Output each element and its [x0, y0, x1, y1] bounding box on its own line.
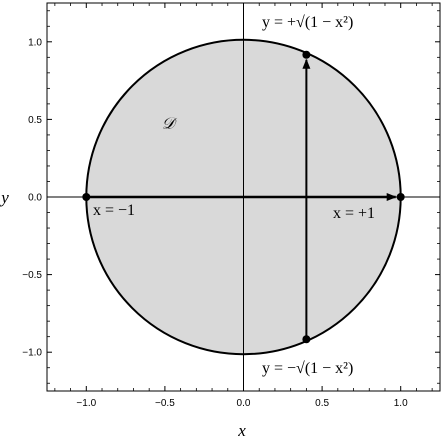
y-tick-label: 0.0: [28, 193, 42, 204]
x-tick-label: 0.0: [237, 398, 251, 409]
x-tick-label: 0.5: [315, 398, 329, 409]
y-axis-label: y: [0, 188, 9, 207]
x-tick-label: −1.0: [76, 398, 96, 409]
x-ticks: −1.0 −0.5 0.0 0.5 1.0: [54, 3, 433, 409]
y-tick-label: −1.0: [22, 348, 42, 359]
endpoint-dot: [302, 50, 311, 59]
y-tick-label: −0.5: [22, 270, 42, 281]
x-axis-label: x: [237, 421, 246, 438]
endpoint-dot: [82, 193, 91, 201]
y-ticks: 1.0 0.5 0.0 −0.5 −1.0: [22, 10, 440, 384]
y-tick-label: 0.5: [28, 115, 42, 126]
x-tick-label: 1.0: [394, 398, 408, 409]
endpoint-dot: [396, 193, 405, 201]
upper-curve-label: y = +√(1 − x²): [262, 14, 353, 31]
endpoint-dot: [302, 335, 311, 344]
right-limit-label: x = +1: [333, 205, 375, 222]
lower-curve-label: y = −√(1 − x²): [262, 360, 353, 377]
x-tick-label: −0.5: [155, 398, 175, 409]
region-label: 𝒟: [162, 116, 178, 133]
left-limit-label: x = −1: [93, 202, 135, 219]
y-tick-label: 1.0: [28, 37, 42, 48]
endpoints: [82, 50, 405, 344]
